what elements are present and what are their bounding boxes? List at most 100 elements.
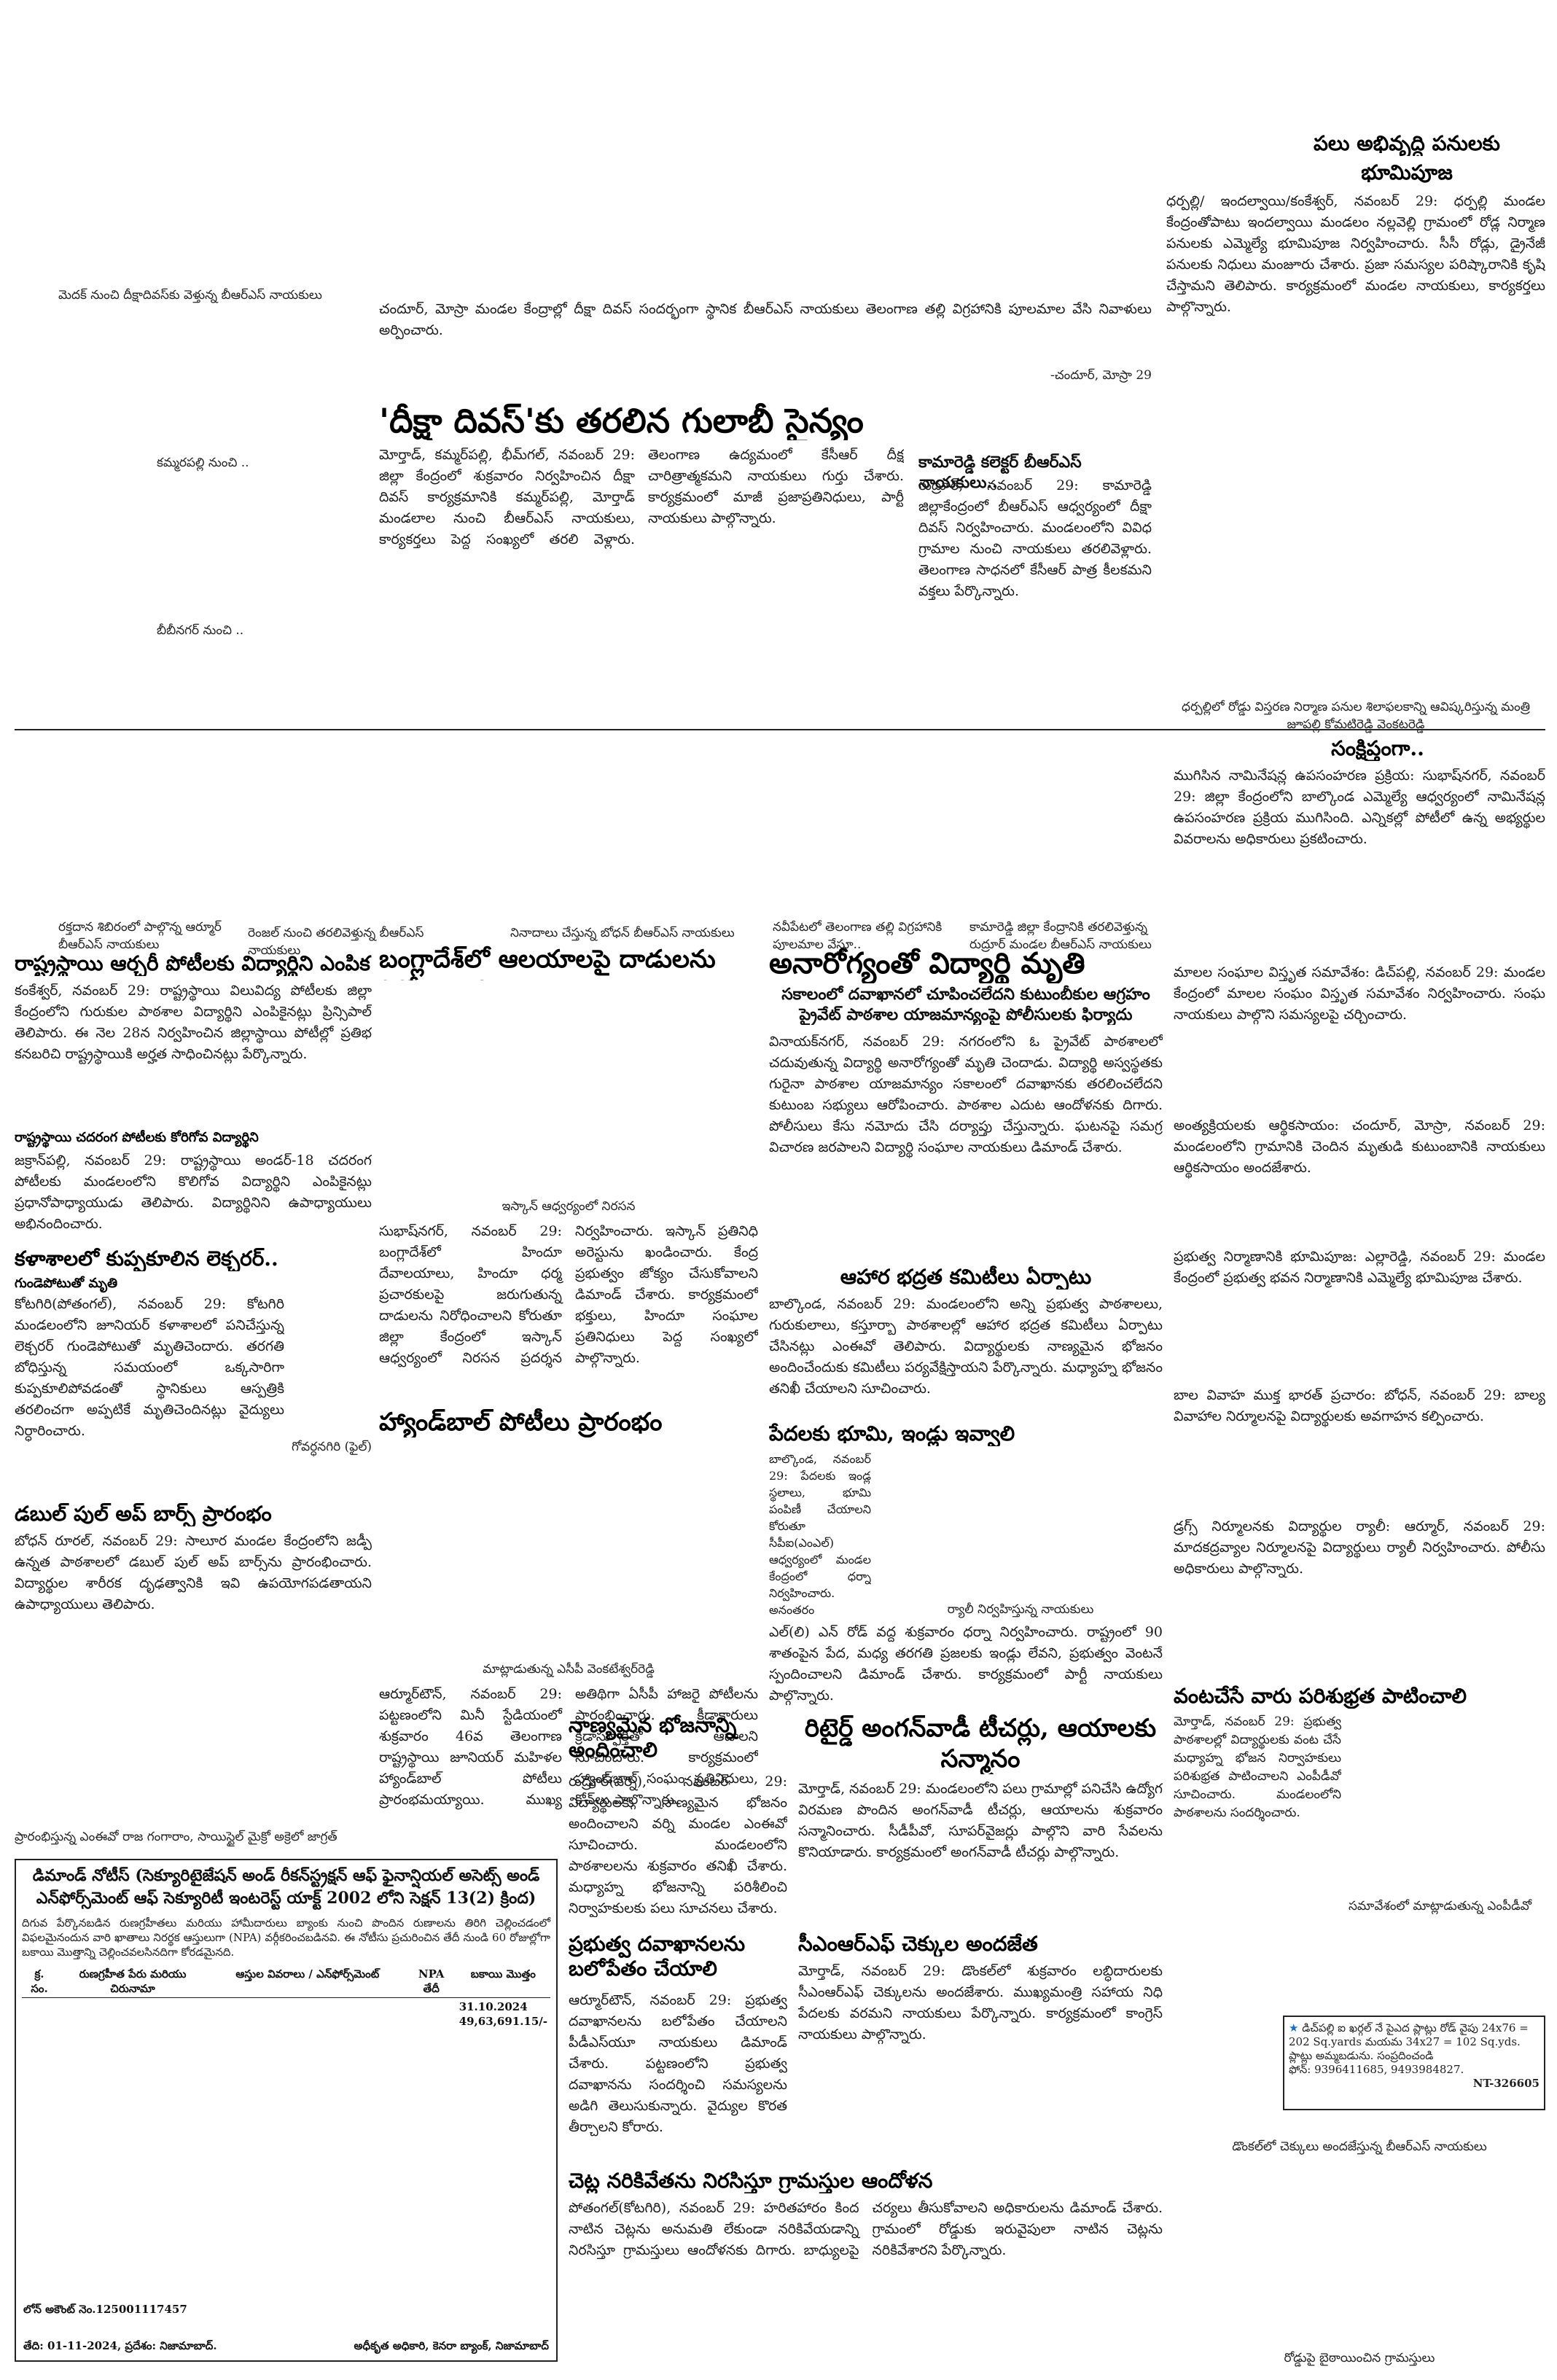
student-death-body: వినాయక్‌నగర్, నవంబర్ 29: నగరంలోని ఓ ప్రై… (769, 1034, 1163, 1155)
trees-headline: చెట్ల నరికివేతను నిరసిస్తూ గ్రామస్తుల ఆం… (569, 2169, 933, 2193)
notice-amount-date: 31.10.2024 (458, 2000, 528, 2013)
archery-headline: రాష్ట్రస్థాయి ఆర్చరీ పోటీలకు విద్యార్థిన… (15, 951, 370, 975)
archery-body: కంకేశ్వర్, నవంబర్ 29: రాష్ట్రస్థాయి విలు… (15, 983, 372, 1062)
trees-photo (1174, 2165, 1545, 2347)
cmrf-photo-caption: డొంకల్‌లో చెక్కులు అందజేస్తున్న బీఆర్ఎస్… (1232, 2139, 1487, 2154)
bars-photo (15, 1647, 372, 1830)
handball-body: ఆర్మూర్‌టౌన్, నవంబర్ 29: పట్టణంలోని మినీ… (379, 1686, 758, 1808)
kammarpalli-photo-caption: కమ్మరపల్లి నుంచి .. (157, 456, 249, 470)
small-ad-phone: ఫోన్: 9396411685, 9493984827. (1289, 2063, 1464, 2076)
row-caption-3: నినాదాలు చేస్తున్న బోధన్ బీఆర్ఎస్ నాయకుల… (510, 926, 735, 940)
notice-col-assets: ఆస్తుల వివరాలు / ఎన్‌ఫోర్స్‌మెంట్ (235, 1967, 380, 1981)
diksha-body2: రుద్రూర్, నవంబర్ 29: కామారెడ్డి జిల్లాకే… (918, 477, 1152, 599)
small-ad-code: NT-326605 (1472, 2077, 1540, 2090)
poor-land-body2: ఎల్(లి) ఎన్ రోడ్ వద్ద శుక్రవారం ధర్నా ని… (769, 1624, 1163, 1704)
cooks-headline: వంటచేసే వారు పరిశుభ్రత పాటించాలి (1174, 1684, 1467, 1708)
handball-photo (379, 1443, 758, 1655)
bheemgal-photo-caption: బీబీనగర్ నుంచి .. (157, 623, 244, 638)
bars-headline: డబుల్ పుల్ అప్ బార్స్ ప్రారంభం (15, 1502, 272, 1526)
notice-amount: 49,63,691.15/- (458, 2015, 547, 2028)
dev-works-body: ధర్పల్లి/ ఇందల్వాయి/కంకేశ్వర్, నవంబర్ 29… (1166, 193, 1545, 315)
dev-works-photo (1166, 488, 1545, 692)
retired-body: మోర్తాడ్, నవంబర్ 29: మండలంలోని పలు గ్రామ… (798, 1781, 1163, 1860)
row-photo-4 (765, 736, 955, 918)
brief-2: మాలల సంఘాల విస్తృత సమావేశం: డిచ్‌పల్లి, … (1174, 964, 1545, 1023)
diksha-headline: 'దీక్షా దివస్'కు తరలిన గులాబీ సైన్యం (379, 401, 864, 440)
poor-land-body: బాల్కొండ, నవంబర్ 29: పేదలకు ఇండ్ల స్థలాల… (769, 1452, 871, 1617)
lecturer-body: కోటగిరి(పోతంగల్), నవంబర్ 29: కోటగిరి మండ… (15, 1296, 284, 1439)
cmrf-photo (1174, 1954, 1545, 2136)
row-photo-2 (241, 736, 459, 918)
star-icon: ★ (1289, 2021, 1299, 2034)
bangladesh-photo (379, 980, 758, 1192)
medak-photo (15, 109, 350, 284)
handball-photo-caption: మాట్లాడుతున్న ఎసీపీ వెంకటేశ్వర్‌రెడ్డి (483, 1662, 655, 1677)
notice-table: క్ర. సం. రుణగ్రహీత పేరు మరియు చిరునామా ఆ… (22, 1965, 550, 2030)
diksha-intro: చందూర్, మోస్రా మండల కేంద్రాల్లో దీక్షా ద… (379, 301, 1152, 338)
row-caption-4: నవీపేటలో తెలంగాణ తల్లి విగ్రహానికి పూలమా… (773, 920, 943, 952)
notice-table-header: క్ర. సం. రుణగ్రహీత పేరు మరియు చిరునామా ఆ… (22, 1965, 550, 1998)
food-committee-body: బాల్కొండ, నవంబర్ 29: మండలంలోని అన్ని ప్ర… (769, 1296, 1163, 1397)
row-photos-top-rule (15, 729, 1545, 730)
briefs-heading: సంక్షిప్తంగా.. (1331, 736, 1424, 760)
poor-land-photo-caption: ర్యాలీ నిర్వహిస్తున్న నాయకులు (947, 1602, 1094, 1617)
notice-intro: దిగువ పేర్కొనబడిన రుణగ్రహీతలు మరియు హామీ… (22, 1916, 550, 1959)
row-caption-2: రెంజల్ నుంచి తరలివెళ్తున్న బీఆర్ఎస్ నాయక… (248, 926, 424, 958)
notice-date: తేది: 01-11-2024, ప్రదేశం: నిజామాబాద్. (23, 2339, 217, 2352)
notice-col-borrower: రుణగ్రహీత పేరు మరియు చిరునామా (79, 1967, 187, 1995)
poor-land-photo (878, 1451, 1163, 1596)
poor-land-headline: పేదలకు భూమి, ఇండ్లు ఇవ్వాలి (769, 1421, 1015, 1445)
notice-col-npa: NPA తేదీ (418, 1967, 445, 1995)
food-committee-headline: ఆహార భద్రత కమిటీలు ఏర్పాటు (840, 1265, 1092, 1289)
dev-works-photo-caption: ధర్పల్లిలో రోడ్డు విస్తరణ నిర్మాణ పనుల శ… (1181, 700, 1531, 732)
retired-headline: రిటైర్డ్ అంగన్‌వాడీ టీచర్లు, ఆయాలకు సన్మ… (804, 1714, 1157, 1774)
brief-6: డ్రగ్స్ నిర్మూలనకు విద్యార్థుల ర్యాలీ: ఆ… (1174, 1518, 1545, 1577)
notice-col-amount: బకాయి మొత్తం (470, 1967, 536, 1981)
brief-1: ముగిసిన నామినేషన్ల ఉపసంహరణ ప్రక్రియ: సుభ… (1174, 768, 1545, 847)
row-caption-1: రక్తదాన శిబిరంలో పాల్గొన్న ఆర్మూర్ బీఆర్… (58, 920, 222, 952)
student-death-subheadline: సకాలంలో దవాఖానలో చూపించలేదని కుటుంబీకుల … (781, 985, 1150, 1024)
bars-photo-caption: ప్రారంభిస్తున్న ఎంఈవో రాజ గంగారాం, సాయిస… (15, 1830, 337, 1844)
brief-5: బాల వివాహ ముక్త భారత్ ప్రచారం: బోధన్, నవ… (1174, 1387, 1545, 1424)
dev-works-headline: పలు అభివృద్ధి పనులకు (1314, 131, 1500, 155)
student-death-headline: అనారోగ్యంతో విద్యార్థి మృతి (769, 946, 1085, 980)
small-ad-box: ★ డిచ్‌పల్లి ఐ ఖర్గల్ నే పైఎద ప్లాట్లు ర… (1283, 2016, 1545, 2110)
brief-3: అంత్యక్రియలకు ఆర్థికసాయం: చందూర్, మోస్రా… (1174, 1117, 1545, 1176)
bangladesh-photo-caption: ఇస్కాన్ ఆధ్వర్యంలో నిరసన (502, 1199, 636, 1214)
trees-body: పోతంగల్(కోటగిరి), నవంబర్ 29: హరితహారం కి… (569, 2200, 1163, 2258)
cmrf-body: మోర్తాడ్, నవంబర్ 29: డొంకల్‌లో శుక్రవారం… (798, 1963, 1163, 2042)
lecturer-photo (292, 1349, 372, 1436)
diksha-sub1: కామారెడ్డి కలెక్టర్ బీఆర్ఎస్ నాయకులు.. (918, 453, 1082, 492)
demand-notice: డిమాండ్ నోటీస్ (సెక్యూరిటైజేషన్ అండ్ రీక… (15, 1859, 558, 2362)
table-row: 31.10.2024 49,63,691.15/- (22, 1998, 550, 2031)
brief-4: ప్రభుత్వ నిర్మాణానికి భూమిపూజ: ఎల్లారెడ్… (1174, 1249, 1545, 1286)
bheemgal-photo (15, 474, 364, 620)
hospitals-headline: ప్రభుత్వ దవాఖానలను బలోపేతం చేయాలి (569, 1932, 746, 1981)
notice-title: డిమాండ్ నోటీస్ (సెక్యూరిటైజేషన్ అండ్ రీక… (32, 1866, 540, 1908)
cmrf-headline: సీఎంఆర్ఎఫ్ చెక్కుల అందజేత (798, 1932, 1038, 1956)
bars-body: బోధన్ రూరల్, నవంబర్ 29: సాలూర మండల కేంద్… (15, 1533, 372, 1612)
meal-body: రుద్రూర్(వర్ని), నవంబర్ 29: విద్యార్థులక… (569, 1774, 787, 1916)
hospitals-body: ఆర్మూర్‌టౌన్, నవంబర్ 29: ప్రభుత్వ దవాఖాన… (569, 1992, 787, 2135)
archery-sub: రాష్ట్రస్థాయి చదరంగ పోటీలకు కోరిగోవ విద్… (15, 1130, 259, 1145)
row-photo-3 (467, 736, 758, 918)
handball-headline: హ్యాండ్‌బాల్ పోటీలు ప్రారంభం (379, 1408, 663, 1437)
archery-body2: జక్రాన్‌పల్లి, నవంబర్ 29: రాష్ట్రస్థాయి … (15, 1152, 372, 1232)
diksha-body: మోర్తాడ్, కమ్మర్‌పల్లి, భీమ్‌గల్, నవంబర్… (379, 447, 904, 547)
lecturer-sub: గుండెపోటుతో మృతి (15, 1276, 118, 1291)
cooks-photo-caption: సమావేశంలో మాట్లాడుతున్న ఎంపీడీవో (1349, 1899, 1532, 1913)
trees-photo-caption: రోడ్డుపై బైఠాయించిన గ్రామస్తులు (1284, 2351, 1435, 2365)
notice-loan-no: లోన్ అకౌంట్ నెం.125001117457 (23, 2303, 187, 2316)
bangladesh-body: సుభాష్‌నగర్, నవంబర్ 29: బంగ్లాదేశ్‌లో హి… (379, 1223, 758, 1366)
notice-signatory: అధీకృత అధికారి, కెనరా బ్యాంక్, నిజామాబాద… (354, 2339, 550, 2352)
small-ad-text: డిచ్‌పల్లి ఐ ఖర్గల్ నే పైఎద ప్లాట్లు రోడ… (1289, 2021, 1529, 2062)
lecturer-photo-caption: గోవర్ధనగిరి (ఫైల్) (292, 1440, 372, 1454)
row-photo-5 (962, 736, 1166, 918)
dev-works-subheadline: భూమిపూజ (1361, 160, 1453, 184)
meal-headline: నాణ్యమైన భోజనాన్ని అందించాలి (569, 1713, 737, 1762)
row-caption-5: కామారెడ్డి జిల్లా కేంద్రానికి తరలివెళ్తు… (969, 920, 1152, 952)
cooks-body: మోర్తాడ్, నవంబర్ 29: ప్రభుత్వ పాఠశాలల్లో… (1174, 1714, 1341, 1820)
kammarpalli-photo (15, 306, 364, 452)
medak-photo-caption: మెదక్ నుంచి దీక్షాదివస్‌కు వెళ్తున్న బీఆ… (58, 288, 322, 303)
notice-col-sno: క్ర. సం. (31, 1967, 48, 1995)
